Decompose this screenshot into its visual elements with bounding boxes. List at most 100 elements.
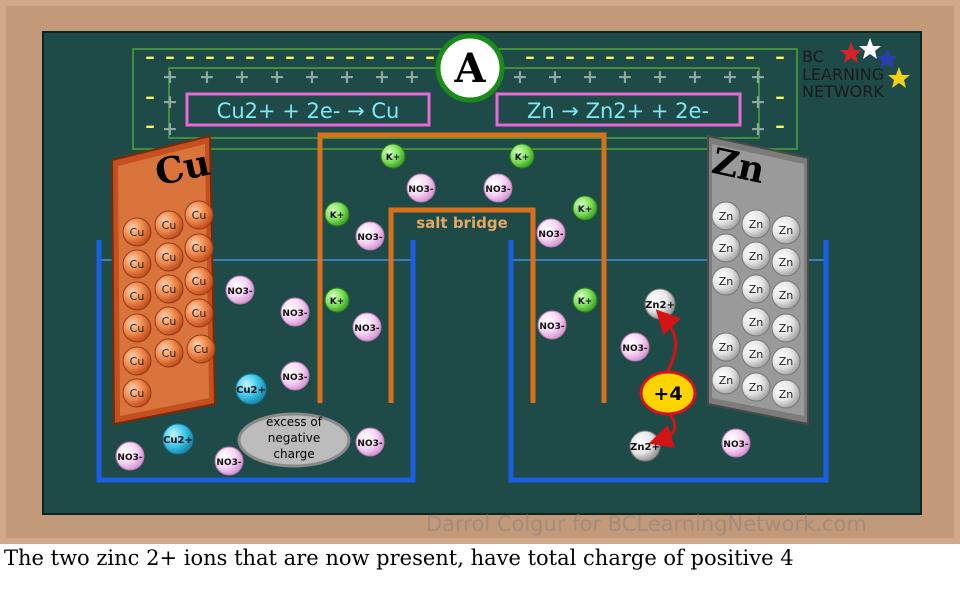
nitrate-ion: NO3- (225, 275, 255, 305)
copper-atom-label: Cu (162, 315, 177, 328)
positive-sign: + (750, 91, 766, 113)
copper-atom (186, 334, 216, 364)
nitrate-ion-label: NO3- (117, 453, 142, 463)
excess-negative-line-3: charge (273, 447, 314, 461)
copper-atom-label: Cu (192, 307, 207, 320)
copper-atom-label: Cu (130, 355, 145, 368)
copper-atom-label: Cu (162, 283, 177, 296)
potassium-ion-label: K+ (578, 297, 593, 307)
nitrate-ion-label: NO3- (357, 233, 382, 243)
zinc-atom-label: Zn (719, 374, 734, 387)
copper-atom (154, 274, 184, 304)
watermark: Darrol Colgur for BCLearningNetwork.com (426, 512, 867, 536)
zinc-atom (771, 313, 801, 343)
zinc-atom-label: Zn (749, 250, 764, 263)
nitrate-ion: NO3- (115, 441, 145, 471)
zinc-atom-label: Zn (779, 388, 794, 401)
negative-sign: – (245, 46, 255, 68)
copper-atom (122, 378, 152, 408)
logo-star-blue (876, 48, 898, 69)
negative-sign: – (665, 46, 675, 68)
negative-sign: – (385, 46, 395, 68)
nitrate-ion: NO3- (280, 361, 310, 391)
nitrate-ion-label: NO3- (408, 185, 433, 195)
copper-ion: Cu2+ (235, 373, 267, 405)
copper-atom-label: Cu (192, 275, 207, 288)
negative-sign: – (345, 46, 355, 68)
zinc-atom-label: Zn (779, 224, 794, 237)
potassium-ion-label: K+ (330, 297, 345, 307)
copper-atom (184, 298, 214, 328)
positive-sign: + (162, 118, 178, 140)
negative-sign: – (725, 46, 735, 68)
arrow-up-to-zinc-ion (655, 309, 681, 371)
zinc-atom (711, 233, 741, 263)
ions: K+K+K+K+K+K+NO3-NO3-NO3-NO3-NO3-NO3-NO3-… (115, 143, 751, 476)
total-charge-value: +4 (653, 383, 682, 405)
copper-atom (154, 338, 184, 368)
total-charge-badge (639, 370, 697, 416)
zinc-atom-label: Zn (779, 256, 794, 269)
positive-sign: + (404, 66, 420, 88)
negative-sign: – (605, 46, 615, 68)
positive-sign: + (269, 66, 285, 88)
negative-sign: – (265, 46, 275, 68)
negative-sign: – (585, 46, 595, 68)
zinc-beaker (508, 240, 829, 483)
nitrate-ion-label: NO3- (539, 322, 564, 332)
copper-atom (184, 200, 214, 230)
potassium-ion: K+ (572, 287, 598, 313)
potassium-ion: K+ (324, 201, 350, 227)
copper-atom (122, 313, 152, 343)
negative-sign: – (405, 46, 415, 68)
excess-negative-line-2: negative (268, 431, 320, 445)
salt-bridge: salt bridge (317, 132, 607, 403)
copper-half-reaction-box: Cu2+ + 2e- → Cu (185, 92, 431, 127)
ammeter: A (435, 33, 505, 103)
copper-atom (154, 242, 184, 272)
zinc-atom (771, 379, 801, 409)
ammeter-label: A (453, 45, 486, 92)
negative-sign: – (645, 46, 655, 68)
negative-sign: – (365, 46, 375, 68)
logo-line-1: BC (802, 47, 824, 66)
negative-sign: – (775, 86, 785, 108)
positive-sign: + (547, 66, 563, 88)
copper-atom-label: Cu (162, 347, 177, 360)
positive-sign: + (687, 66, 703, 88)
zinc-atom-label: Zn (749, 218, 764, 231)
zinc-atom (711, 266, 741, 296)
negative-sign: – (145, 46, 155, 68)
nitrate-ion-label: NO3- (723, 440, 748, 450)
negative-sign: – (545, 46, 555, 68)
potassium-ion: K+ (572, 195, 598, 221)
excess-negative-charge-callout: excess of negative charge (237, 412, 351, 468)
copper-beaker (96, 240, 416, 483)
total-charge-callout: +4 (639, 309, 697, 448)
positive-sign: + (339, 66, 355, 88)
copper-atom-label: Cu (162, 251, 177, 264)
negative-sign: – (775, 115, 785, 137)
negative-sign: – (145, 115, 155, 137)
copper-atom (154, 306, 184, 336)
copper-atom (154, 210, 184, 240)
zinc-atom-label: Zn (779, 322, 794, 335)
nitrate-ion-label: NO3- (282, 309, 307, 319)
negative-sign: – (185, 46, 195, 68)
negative-sign: – (745, 46, 755, 68)
zinc-half-reaction-box: Zn → Zn2+ + 2e- (495, 92, 742, 127)
zinc-atom (771, 346, 801, 376)
potassium-ion-label: K+ (578, 205, 593, 215)
negative-sign: – (425, 46, 435, 68)
copper-atom-label: Cu (130, 290, 145, 303)
zinc-atom (771, 247, 801, 277)
galvanic-cell-diagram: ––––––––––––––––––––––––––––++++++++++++… (96, 33, 910, 483)
potassium-ion-label: K+ (330, 211, 345, 221)
negative-sign: – (325, 46, 335, 68)
copper-atom (122, 346, 152, 376)
positive-sign: + (304, 66, 320, 88)
zinc-atom (741, 372, 771, 402)
zinc-half-reaction: Zn → Zn2+ + 2e- (527, 99, 709, 123)
